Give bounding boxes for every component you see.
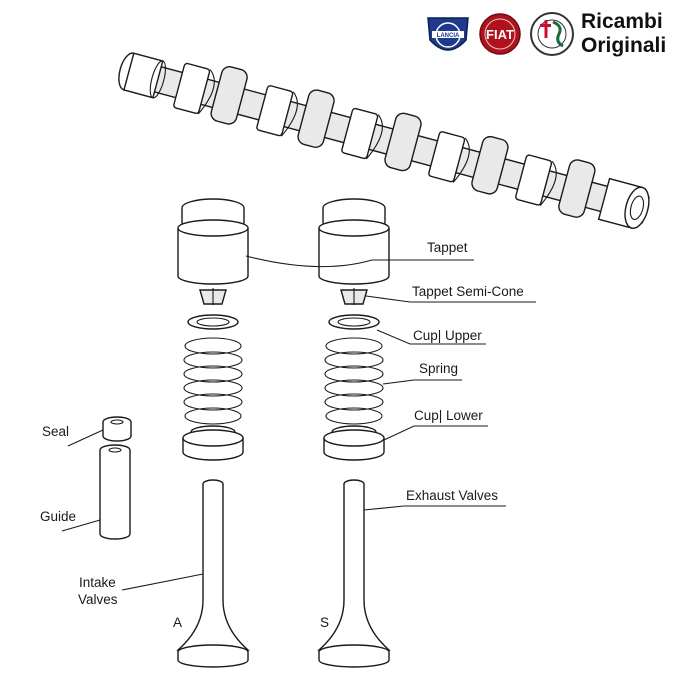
label-guide: Guide <box>40 509 76 524</box>
brand-line-2: Originali <box>581 34 666 57</box>
alfa-romeo-logo <box>530 12 574 56</box>
leader-tappet <box>245 255 474 268</box>
label-spring: Spring <box>419 361 458 376</box>
leader-guide <box>61 519 101 532</box>
label-mark-s: S <box>320 615 329 630</box>
exhaust-stack <box>317 198 391 668</box>
leader-cup-lower <box>383 425 488 441</box>
label-cup-upper: Cup| Upper <box>413 328 482 343</box>
leader-exhaust <box>363 505 506 511</box>
lancia-logo-text: LANCIA <box>437 33 460 39</box>
label-seal: Seal <box>42 424 69 439</box>
label-intake-line-2: Valves <box>78 592 118 607</box>
seal-guide-parts <box>99 416 132 540</box>
label-intake-line-1: Intake <box>79 575 116 590</box>
fiat-logo-text: FIAT <box>486 27 514 42</box>
leader-intake <box>121 573 204 591</box>
fiat-logo: FIAT <box>479 13 521 55</box>
label-cup-lower: Cup| Lower <box>414 408 483 423</box>
label-tappet: Tappet <box>427 240 468 255</box>
brand-line-1: Ricambi <box>581 10 663 33</box>
label-exhaust-valves: Exhaust Valves <box>406 488 498 503</box>
intake-stack <box>176 198 250 668</box>
leader-semi-cone <box>365 295 536 303</box>
label-tappet-semi-cone: Tappet Semi-Cone <box>412 284 524 299</box>
leader-cup-upper <box>376 329 486 345</box>
camshaft-illustration <box>118 52 650 229</box>
leader-seal <box>67 429 104 447</box>
lancia-logo: LANCIA <box>427 17 469 51</box>
leader-spring <box>382 379 462 385</box>
label-mark-a: A <box>173 615 182 630</box>
